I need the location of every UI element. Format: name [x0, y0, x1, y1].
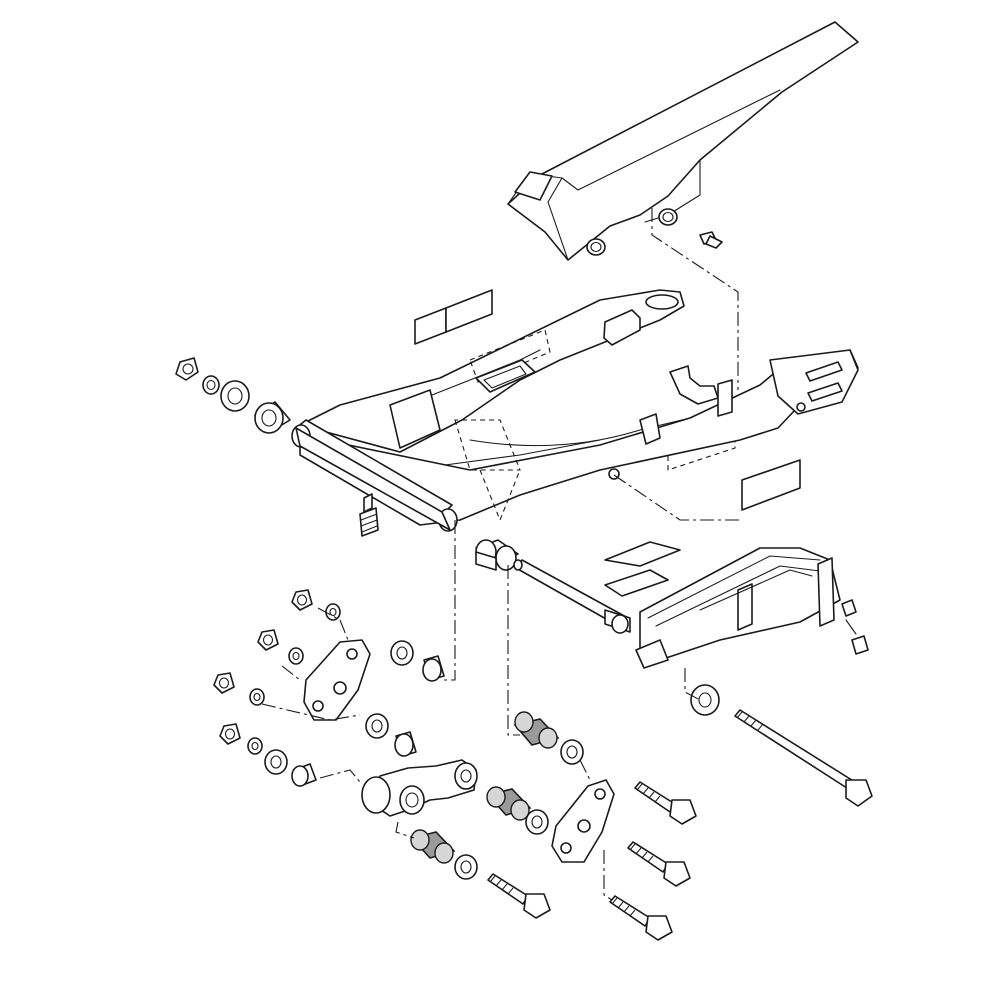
nut [213, 672, 235, 694]
collar [365, 713, 389, 739]
chain-slider [604, 541, 841, 669]
leader-line [613, 474, 740, 521]
leader-line [317, 607, 349, 641]
leader-line [440, 520, 456, 681]
nut [219, 723, 241, 745]
decal-label [741, 459, 801, 511]
washer [454, 854, 478, 880]
link-rod [361, 759, 478, 817]
collar [254, 401, 291, 434]
washer [202, 375, 220, 395]
needle-bearing [410, 829, 456, 864]
collar [291, 763, 317, 787]
nut [257, 629, 279, 651]
washer [690, 684, 720, 716]
needle-bearing [513, 711, 560, 749]
bolt [627, 841, 691, 887]
leader-line [507, 565, 520, 736]
leader-line [281, 665, 301, 681]
chain-slider-bolt [841, 599, 869, 655]
bolt [487, 873, 551, 919]
washer [247, 737, 263, 755]
washer [325, 603, 341, 621]
suspension-linkage-plate [303, 639, 371, 721]
washer [525, 809, 549, 835]
leader-line [261, 703, 361, 721]
washer [560, 739, 584, 765]
collar [422, 655, 445, 682]
pivot-tube [291, 419, 458, 532]
nut [291, 589, 313, 611]
grease-nipple [359, 493, 379, 537]
decal-label [414, 307, 447, 345]
washer [249, 688, 265, 706]
pivot-shaft [513, 559, 631, 634]
bushing [475, 539, 519, 571]
collar [394, 731, 417, 757]
collar [220, 380, 250, 412]
suspension-linkage-plate [551, 779, 615, 863]
chain-guard [507, 21, 859, 261]
leader-line [579, 759, 591, 781]
bolt [734, 709, 873, 807]
chain-guard-bolt [699, 231, 723, 249]
bolt [609, 895, 673, 941]
needle-bearing [486, 786, 532, 821]
leader-line [395, 821, 415, 839]
leader-line [845, 619, 857, 635]
nut [175, 357, 199, 381]
collar [390, 640, 414, 666]
swingarm [299, 289, 859, 526]
decal-label [445, 289, 493, 333]
leader-line [603, 850, 613, 901]
leader-line [684, 668, 701, 701]
collar [264, 749, 288, 775]
bolt [634, 781, 697, 825]
washer [288, 647, 304, 665]
chain-guard-leader [651, 208, 739, 390]
leader-line [319, 769, 361, 783]
